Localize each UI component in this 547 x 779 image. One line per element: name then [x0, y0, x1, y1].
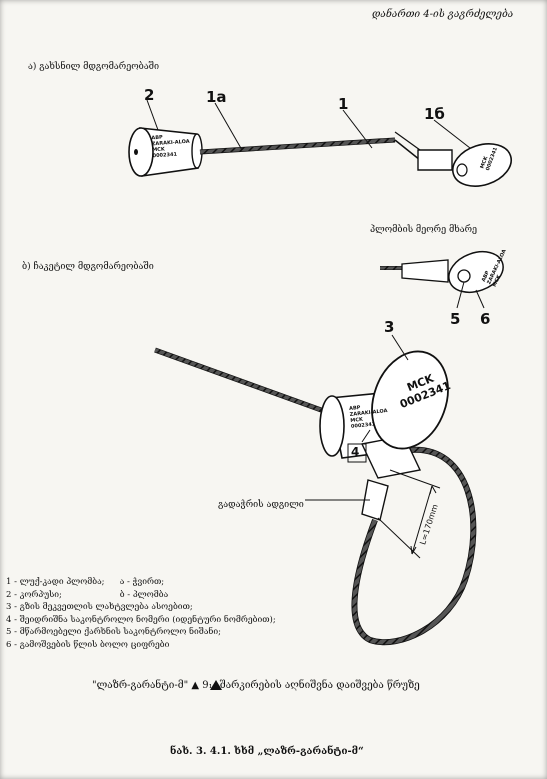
far-side-label: პლომბის მეორე მხარე	[370, 225, 478, 235]
key-tag-open	[417, 143, 512, 187]
far-side-tag	[380, 250, 504, 294]
section-b-label: ბ) ჩაკეტილ მდგომარეობაში	[22, 262, 154, 272]
callout-5: 5	[450, 310, 461, 328]
legend-row-3: 3 - გზის მეკვეთლის ლახტვლება ასოებით;	[6, 602, 193, 612]
callout-1: 1	[338, 95, 349, 113]
leader-lines-a	[146, 99, 471, 151]
callout-1a: 1a	[206, 88, 227, 106]
legend-row-1: 1 - ლუქ-კადი პლომბა;ა - ჭვირთ;	[6, 577, 165, 587]
legend-row-6: 6 - გამოშვების წლის ბოლო ციფრები	[6, 639, 170, 650]
callout-4-box	[347, 443, 367, 463]
callout-3: 3	[384, 318, 395, 336]
marking-note: "ლაზრ-გარანტი-მ" ▲ 9₁₁ შარკირების აღნიშვ…	[92, 680, 420, 691]
seal-body-text-closed: ABP ZARAKI-ALOA MCK 0002341	[348, 404, 388, 430]
warning-triangle-icon	[210, 680, 222, 690]
wire-closed	[154, 347, 336, 418]
legend-row-4: 4 - შეიდრიშნა საკონტროლო ნომერი (იდენტურ…	[6, 614, 276, 625]
section-a-label: ა) გახსნილ მდგომარეობაში	[28, 62, 160, 72]
wire-open	[199, 131, 441, 163]
callout-4: 4	[351, 445, 360, 459]
dimension-line	[377, 469, 441, 559]
figure-caption: ნახ. 3. 4.1. ხხმ „ლაზრ-გარანტი-მ“	[170, 746, 364, 757]
seal-tag-closed	[371, 350, 449, 450]
leader-lines-far	[456, 281, 485, 309]
legend-row-5: 5 - მწარმოებელი ქარხნის საკონტროლო ნიშან…	[6, 627, 222, 637]
seal-body-open	[128, 127, 203, 177]
legend: 1 - ლუქ-კადი პლომბა;ა - ჭვირთ; 2 - კორპუ…	[6, 576, 276, 651]
callout-6: 6	[480, 310, 491, 328]
wire-loop	[351, 446, 477, 646]
callout-1b: 1б	[424, 105, 445, 123]
page-header: დანართი 4-ის გაგრძელება	[372, 9, 514, 20]
callout-2: 2	[144, 86, 155, 104]
legend-row-2: 2 - კორპუსი;ბ - პლომბა	[6, 589, 169, 600]
tighten-point-label: გადაჭრის ადგილი	[218, 500, 304, 510]
leader-lines-b	[305, 334, 409, 501]
seal-text-open: ABP ZARAKI-ALOA MCK 0002341	[151, 134, 190, 160]
